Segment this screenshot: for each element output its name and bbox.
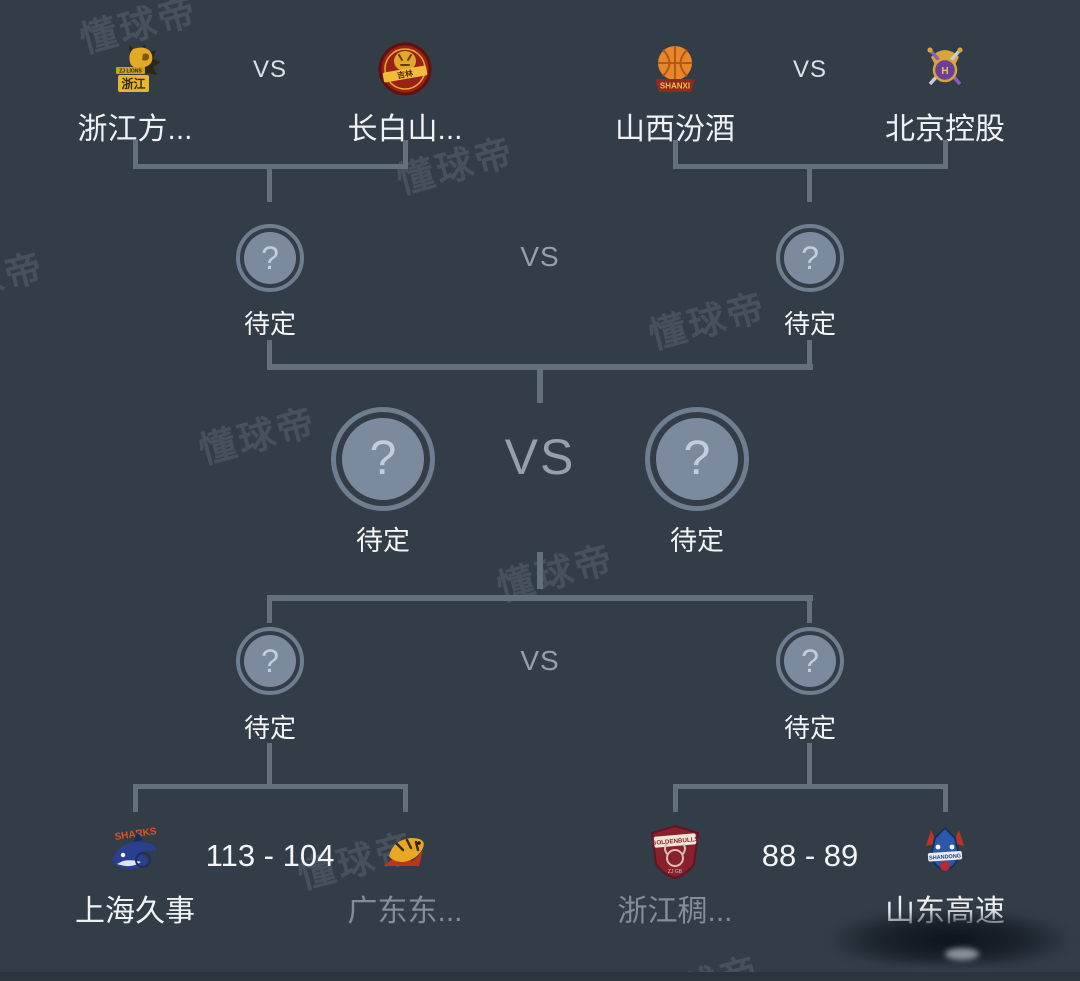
bracket-line bbox=[267, 743, 272, 788]
svg-text:ZJ LIONS: ZJ LIONS bbox=[119, 69, 142, 75]
svg-text:SHANXI: SHANXI bbox=[660, 82, 690, 91]
tbd-label: 待定 bbox=[783, 713, 836, 743]
svg-text:ZJ GB: ZJ GB bbox=[668, 869, 683, 875]
bracket-line bbox=[537, 552, 543, 589]
tbd-circle: ? bbox=[776, 224, 844, 292]
shandong-hispeed-logo[interactable]: SHANDONG bbox=[913, 820, 977, 884]
svg-text:H: H bbox=[941, 66, 948, 77]
bracket-line bbox=[673, 784, 948, 789]
shanghai-sharks-icon: SHARKS bbox=[112, 826, 158, 869]
tbd-circle-final: ? bbox=[331, 407, 435, 511]
watermark: 懂球帝 bbox=[0, 246, 50, 317]
tbd-circle-final: ? bbox=[645, 407, 749, 511]
round1-match2-vs: VS bbox=[792, 56, 827, 83]
bracket-line bbox=[267, 364, 813, 370]
team-name-zhejiang-goldenbulls[interactable]: 浙江稠... bbox=[617, 895, 733, 928]
zhejiang-goldenbulls-logo[interactable]: GOLDENBULLS ZJ GB bbox=[643, 820, 707, 884]
zhejiang-lions-logo[interactable]: ZJ LIONS 浙江 bbox=[103, 37, 167, 101]
zhejiang-goldenbulls-icon: GOLDENBULLS ZJ GB bbox=[650, 824, 700, 880]
final-vs: VS bbox=[504, 429, 576, 485]
blurred-watermark-highlight bbox=[945, 948, 979, 960]
zhejiang-lions-icon: ZJ LIONS 浙江 bbox=[116, 44, 161, 92]
question-mark-icon: ? bbox=[261, 240, 279, 276]
shanghai-sharks-logo[interactable]: SHARKS bbox=[103, 820, 167, 884]
question-mark-icon: ? bbox=[261, 643, 279, 679]
guangdong-tigers-logo[interactable] bbox=[373, 820, 437, 884]
bracket-line bbox=[807, 169, 812, 202]
tbd-circle: ? bbox=[236, 627, 304, 695]
tbd-label: 待定 bbox=[243, 309, 296, 339]
bracket-line bbox=[673, 140, 678, 166]
semifinal-top-vs: VS bbox=[520, 241, 560, 272]
jilin-tigers-logo[interactable]: 吉林 bbox=[373, 37, 437, 101]
tbd-circle: ? bbox=[236, 224, 304, 292]
team-name-guangdong-tigers[interactable]: 广东东... bbox=[347, 895, 463, 928]
beijing-royal-logo[interactable]: H bbox=[913, 37, 977, 101]
question-mark-icon: ? bbox=[801, 643, 819, 679]
bracket-line bbox=[133, 140, 138, 166]
tbd-label: 待定 bbox=[356, 526, 410, 556]
jilin-tigers-icon: 吉林 bbox=[378, 42, 432, 96]
watermark: 懂球帝 bbox=[194, 401, 322, 472]
question-mark-icon: ? bbox=[801, 240, 819, 276]
question-mark-icon: ? bbox=[369, 432, 397, 485]
tbd-label: 待定 bbox=[783, 309, 836, 339]
bracket-line bbox=[673, 789, 678, 812]
guangdong-tigers-icon bbox=[383, 838, 424, 866]
round1-match1-vs: VS bbox=[252, 56, 287, 83]
bracket-line bbox=[943, 140, 948, 166]
shandong-hispeed-icon: SHANDONG bbox=[926, 826, 964, 872]
semifinal-bottom-vs: VS bbox=[520, 645, 560, 676]
tbd-label: 待定 bbox=[243, 713, 296, 743]
beijing-royal-icon: H bbox=[927, 47, 963, 86]
bracket-line bbox=[403, 140, 408, 166]
bracket-line bbox=[267, 169, 272, 202]
bottom-divider-strip bbox=[0, 972, 1080, 981]
svg-text:吉林: 吉林 bbox=[396, 68, 413, 81]
bracket-line bbox=[267, 595, 813, 601]
bracket-line bbox=[673, 164, 948, 169]
shanxi-loongs-icon: SHANXI bbox=[655, 46, 695, 92]
bracket-line bbox=[403, 789, 408, 812]
team-name-shanghai-sharks[interactable]: 上海久事 bbox=[75, 895, 195, 928]
shanxi-loongs-logo[interactable]: SHANXI bbox=[643, 37, 707, 101]
bracket-line bbox=[133, 784, 408, 789]
bracket-line bbox=[267, 601, 272, 623]
bracket-line bbox=[807, 743, 812, 788]
svg-text:SHANDONG: SHANDONG bbox=[929, 853, 961, 861]
svg-text:浙江: 浙江 bbox=[121, 76, 145, 91]
bracket-line bbox=[943, 789, 948, 812]
bracket-line bbox=[133, 789, 138, 812]
question-mark-icon: ? bbox=[683, 432, 711, 485]
bracket-line bbox=[133, 164, 408, 169]
tbd-circle: ? bbox=[776, 627, 844, 695]
bracket-line bbox=[537, 370, 543, 403]
tbd-label: 待定 bbox=[670, 526, 724, 556]
svg-text:GOLDENBULLS: GOLDENBULLS bbox=[651, 836, 699, 847]
match-score: 113 - 104 bbox=[205, 838, 335, 873]
bracket-line bbox=[807, 601, 812, 623]
bracket-line bbox=[267, 340, 272, 366]
match-score: 88 - 89 bbox=[761, 838, 859, 873]
bracket-line bbox=[807, 340, 812, 366]
